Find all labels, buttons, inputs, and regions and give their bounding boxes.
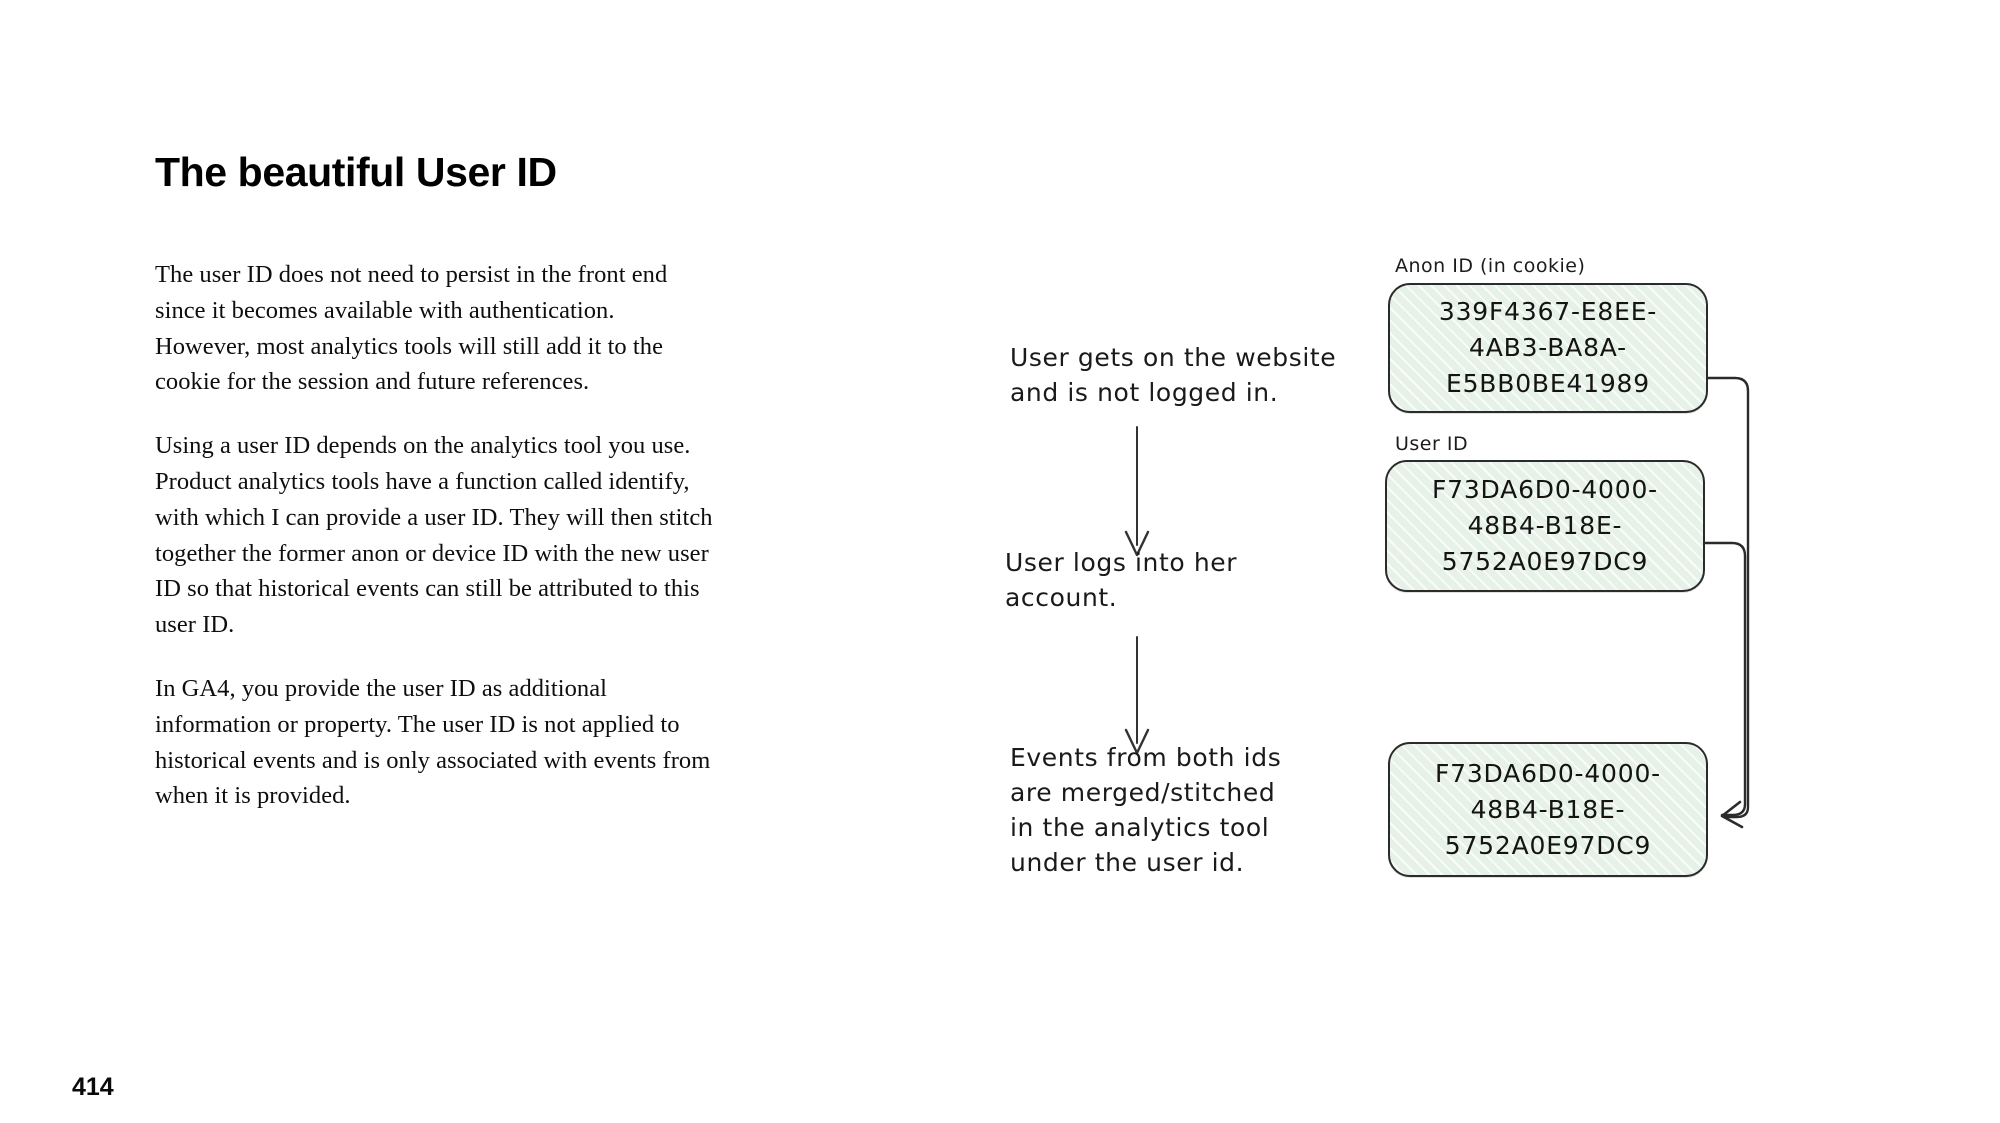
- user-id-flow-diagram: User gets on the website and is not logg…: [980, 255, 1860, 915]
- merged-id-value: F73DA6D0-4000- 48B4-B18E- 5752A0E97DC9: [1434, 758, 1662, 860]
- merge-connector-user-id: [1703, 541, 1747, 817]
- merged-id-box: F73DA6D0-4000- 48B4-B18E- 5752A0E97DC9: [1388, 742, 1708, 877]
- page-number: 414: [72, 1073, 114, 1101]
- anon-id-box: 339F4367-E8EE- 4AB3-BA8A- E5BB0BE41989: [1388, 283, 1708, 413]
- article-column: The beautiful User ID The user ID does n…: [155, 149, 715, 814]
- step-arrow-1-icon: [1124, 426, 1150, 557]
- article-paragraph: The user ID does not need to persist in …: [155, 261, 668, 396]
- article-paragraph: In GA4, you provide the user ID as addit…: [155, 675, 711, 810]
- diagram-step-1-text: User gets on the website and is not logg…: [1010, 343, 1337, 407]
- page-title: The beautiful User ID: [155, 149, 557, 195]
- diagram-step-2-text: User logs into her account.: [1005, 548, 1238, 612]
- merge-arrowhead-icon: [1720, 800, 1744, 829]
- user-id-box: F73DA6D0-4000- 48B4-B18E- 5752A0E97DC9: [1385, 460, 1705, 592]
- anon-id-box-label: Anon ID (in cookie): [1395, 255, 1586, 277]
- step-arrow-2-icon: [1124, 636, 1150, 755]
- user-id-value: F73DA6D0-4000- 48B4-B18E- 5752A0E97DC9: [1431, 475, 1659, 576]
- anon-id-value: 339F4367-E8EE- 4AB3-BA8A- E5BB0BE41989: [1438, 297, 1658, 398]
- merge-connector-anon-id: [1706, 376, 1750, 819]
- diagram-connectors: [1124, 376, 1750, 829]
- diagram-step-3-text: Events from both ids are merged/stitched…: [1010, 743, 1282, 877]
- user-id-box-label: User ID: [1395, 433, 1469, 455]
- article-paragraph: Using a user ID depends on the analytics…: [155, 432, 713, 639]
